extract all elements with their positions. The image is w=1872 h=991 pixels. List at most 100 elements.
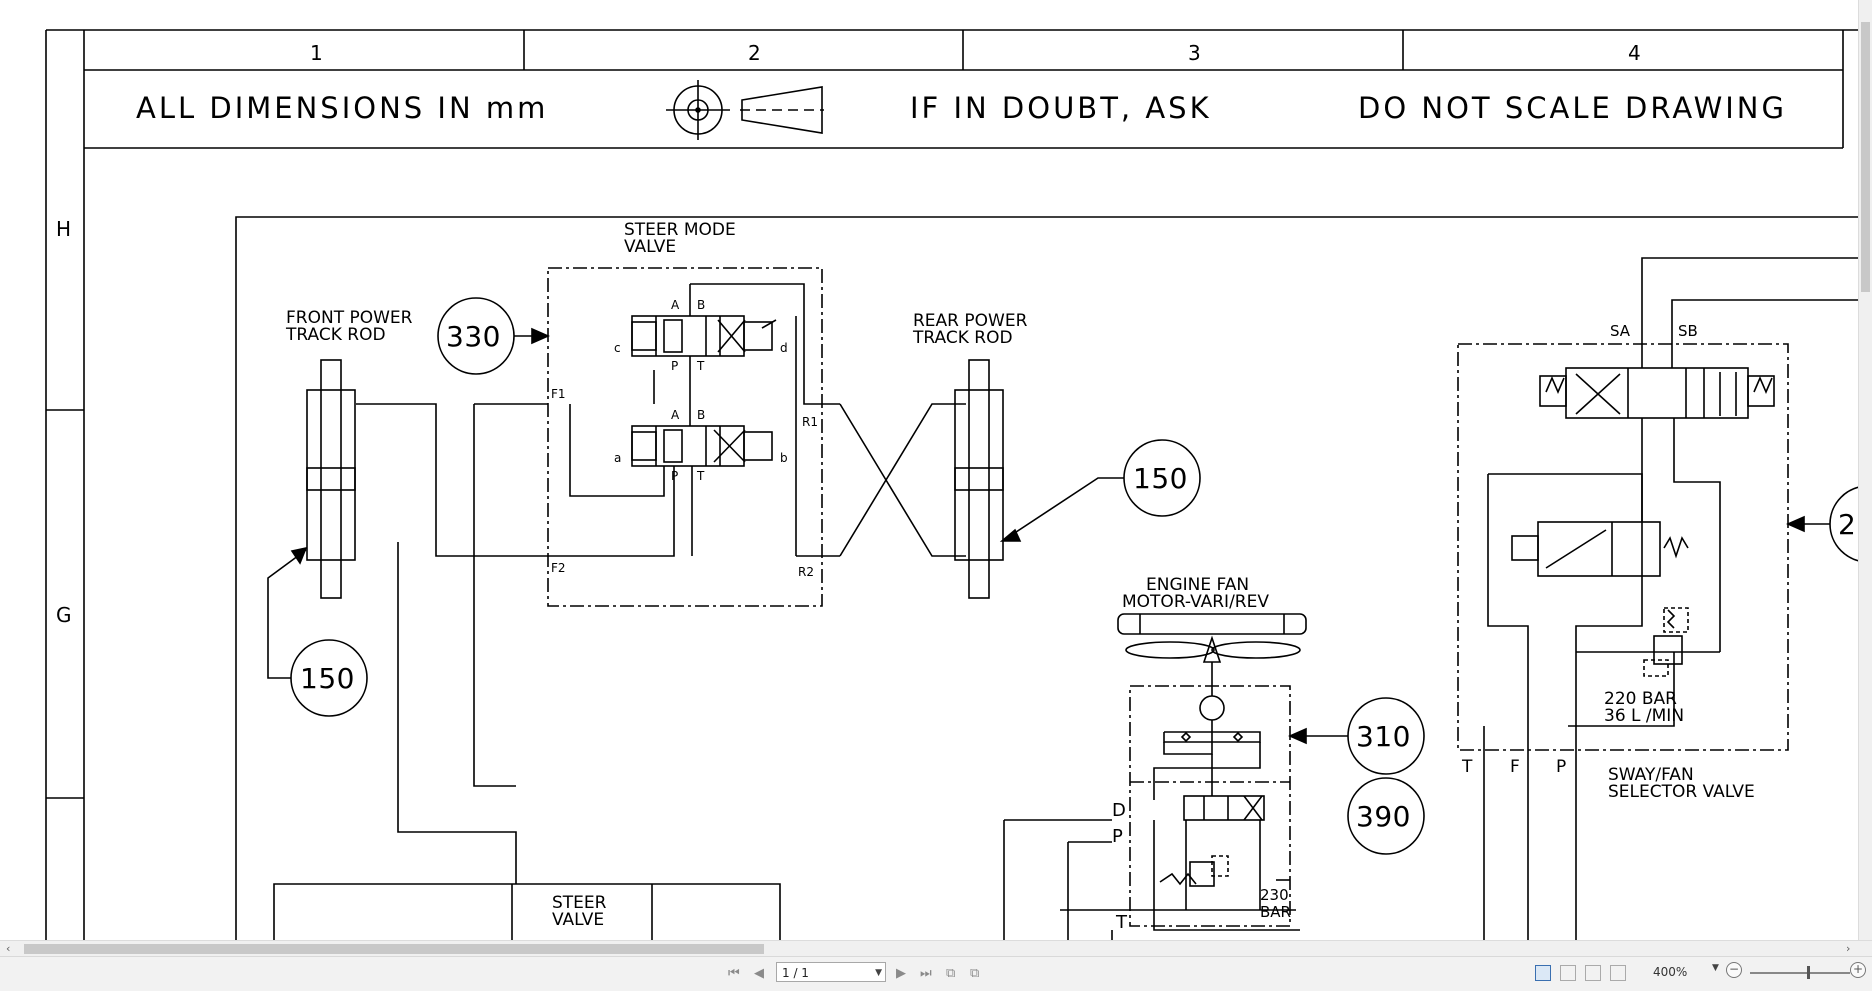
port-label-R2: R2 <box>798 565 814 579</box>
zoom-out-icon[interactable]: − <box>1726 962 1742 978</box>
port-label-T-sway: T <box>1461 757 1473 777</box>
column-label-2: 2 <box>748 41 761 65</box>
sway-fan-selector-box <box>1457 343 1789 751</box>
steer-valve-label-2: VALVE <box>552 910 604 930</box>
port-label-P-upper: P <box>671 359 678 373</box>
previous-view-icon[interactable]: ⧉ <box>946 966 956 981</box>
steer-mode-piping <box>356 283 966 787</box>
zoom-slider[interactable] <box>1750 972 1850 974</box>
sway-selector-spool <box>1539 367 1775 419</box>
vertical-scrollbar[interactable] <box>1858 0 1872 940</box>
port-label-F1: F1 <box>551 387 566 401</box>
page-number-input[interactable]: 1 / 1 ▼ <box>776 962 886 982</box>
note-do-not-scale: DO NOT SCALE DRAWING <box>1358 91 1787 125</box>
document-viewport[interactable]: 1 2 3 4 H G ALL DIMENSIONS IN mm IF IN D… <box>0 0 1872 940</box>
continuous-view-icon[interactable] <box>1560 965 1576 981</box>
chevron-down-icon[interactable]: ▼ <box>875 968 882 978</box>
next-view-icon[interactable]: ⧉ <box>970 966 980 981</box>
vertical-scroll-thumb[interactable] <box>1861 22 1870 292</box>
previous-page-icon[interactable]: ◀ <box>754 966 764 981</box>
callout-390-text: 390 <box>1356 800 1411 833</box>
next-page-icon[interactable]: ▶ <box>896 966 906 981</box>
port-label-D: D <box>1112 800 1126 821</box>
port-label-B-upper: B <box>697 298 705 312</box>
steer-valve-label-1: STEER <box>552 893 607 913</box>
horizontal-scrollbar[interactable]: ‹ › <box>0 940 1872 957</box>
callout-330 <box>437 297 550 375</box>
port-label-c: c <box>614 341 621 355</box>
page-indicator: 1 / 1 <box>782 966 809 980</box>
port-label-SB: SB <box>1678 322 1698 340</box>
port-label-SA: SA <box>1610 322 1631 340</box>
callout-edge-text: 2 <box>1838 508 1856 541</box>
engine-fan-label-1: ENGINE FAN <box>1146 575 1249 595</box>
rear-track-rod-cylinder <box>954 359 1004 599</box>
port-label-P-sway: P <box>1556 757 1566 777</box>
scroll-left-icon[interactable]: ‹ <box>6 942 11 955</box>
port-label-R1: R1 <box>802 415 818 429</box>
port-label-F2: F2 <box>551 561 566 575</box>
steer-mode-valve-label-2: VALVE <box>624 237 676 257</box>
callout-150-rear-text: 150 <box>1133 462 1188 495</box>
port-label-F-sway: F <box>1510 757 1520 777</box>
last-page-icon[interactable]: ⏭ <box>920 966 932 981</box>
fan-motor-circuit <box>1003 695 1300 940</box>
rear-track-rod-label-1: REAR POWER <box>913 311 1028 331</box>
sway-piping <box>1483 257 1858 940</box>
projection-symbol-icon <box>666 80 824 140</box>
front-track-rod-label-1: FRONT POWER <box>286 308 413 328</box>
note-if-in-doubt: IF IN DOUBT, ASK <box>910 91 1212 125</box>
engine-fan-label-2: MOTOR-VARI/REV <box>1122 592 1269 612</box>
callout-150-front <box>267 546 368 717</box>
port-label-T-fan: T <box>1115 912 1128 933</box>
hydraulic-schematic-drawing: 1 2 3 4 H G ALL DIMENSIONS IN mm IF IN D… <box>45 29 1858 940</box>
viewer-status-bar: ⏮ ◀ 1 / 1 ▼ ▶ ⏭ ⧉ ⧉ 400% ▼ − + <box>0 956 1872 991</box>
steer-valve-box <box>273 883 781 940</box>
rear-track-rod-label-2: TRACK ROD <box>912 328 1013 348</box>
engine-fan-icon <box>1117 613 1307 696</box>
steer-mode-valve-label-1: STEER MODE <box>624 220 736 240</box>
upper-directional-spool <box>631 315 777 357</box>
callout-150-front-text: 150 <box>300 662 355 695</box>
column-label-4: 4 <box>1628 41 1641 65</box>
callout-390 <box>1347 777 1425 855</box>
callout-edge <box>1786 486 1858 562</box>
callout-310 <box>1288 697 1425 775</box>
front-track-rod-cylinder <box>306 359 356 599</box>
callout-330-text: 330 <box>446 320 501 353</box>
column-label-1: 1 <box>310 41 323 65</box>
zoom-level[interactable]: 400% <box>1653 965 1688 979</box>
row-label-g: G <box>56 603 72 627</box>
fan-motor-box <box>1129 685 1291 927</box>
first-page-icon[interactable]: ⏮ <box>728 966 740 981</box>
drawing-border <box>45 29 1858 940</box>
relief-220-label-1: 220 BAR <box>1604 689 1677 709</box>
port-label-T-lower: T <box>696 469 705 483</box>
port-label-B-lower: B <box>697 408 705 422</box>
horizontal-scroll-thumb[interactable] <box>24 944 764 954</box>
steer-mode-valve-box <box>547 267 823 607</box>
port-label-b: b <box>780 451 788 465</box>
single-page-view-icon[interactable] <box>1535 965 1551 981</box>
continuous-facing-view-icon[interactable] <box>1610 965 1626 981</box>
relief-230-label-2: BAR <box>1260 903 1291 921</box>
row-label-h: H <box>56 217 72 241</box>
steer-valve-feed <box>397 542 517 884</box>
sway-relief-valve <box>1643 607 1689 677</box>
sway-fan-label-2: SELECTOR VALVE <box>1608 782 1755 802</box>
facing-view-icon[interactable] <box>1585 965 1601 981</box>
zoom-dropdown-icon[interactable]: ▼ <box>1712 963 1719 973</box>
relief-220-label-2: 36 L /MIN <box>1604 706 1684 726</box>
fan-selector-spool <box>1511 521 1689 577</box>
port-label-A-upper: A <box>671 298 680 312</box>
port-label-P-fan: P <box>1112 826 1123 847</box>
note-all-dimensions: ALL DIMENSIONS IN mm <box>136 91 548 125</box>
column-label-3: 3 <box>1188 41 1201 65</box>
system-frame <box>235 216 1858 940</box>
zoom-in-icon[interactable]: + <box>1850 962 1866 978</box>
relief-230-label-1: 230 <box>1260 886 1289 904</box>
zoom-slider-thumb[interactable] <box>1807 966 1810 979</box>
scroll-right-icon[interactable]: › <box>1846 942 1851 955</box>
port-label-a: a <box>614 451 621 465</box>
lower-directional-spool <box>631 425 773 467</box>
